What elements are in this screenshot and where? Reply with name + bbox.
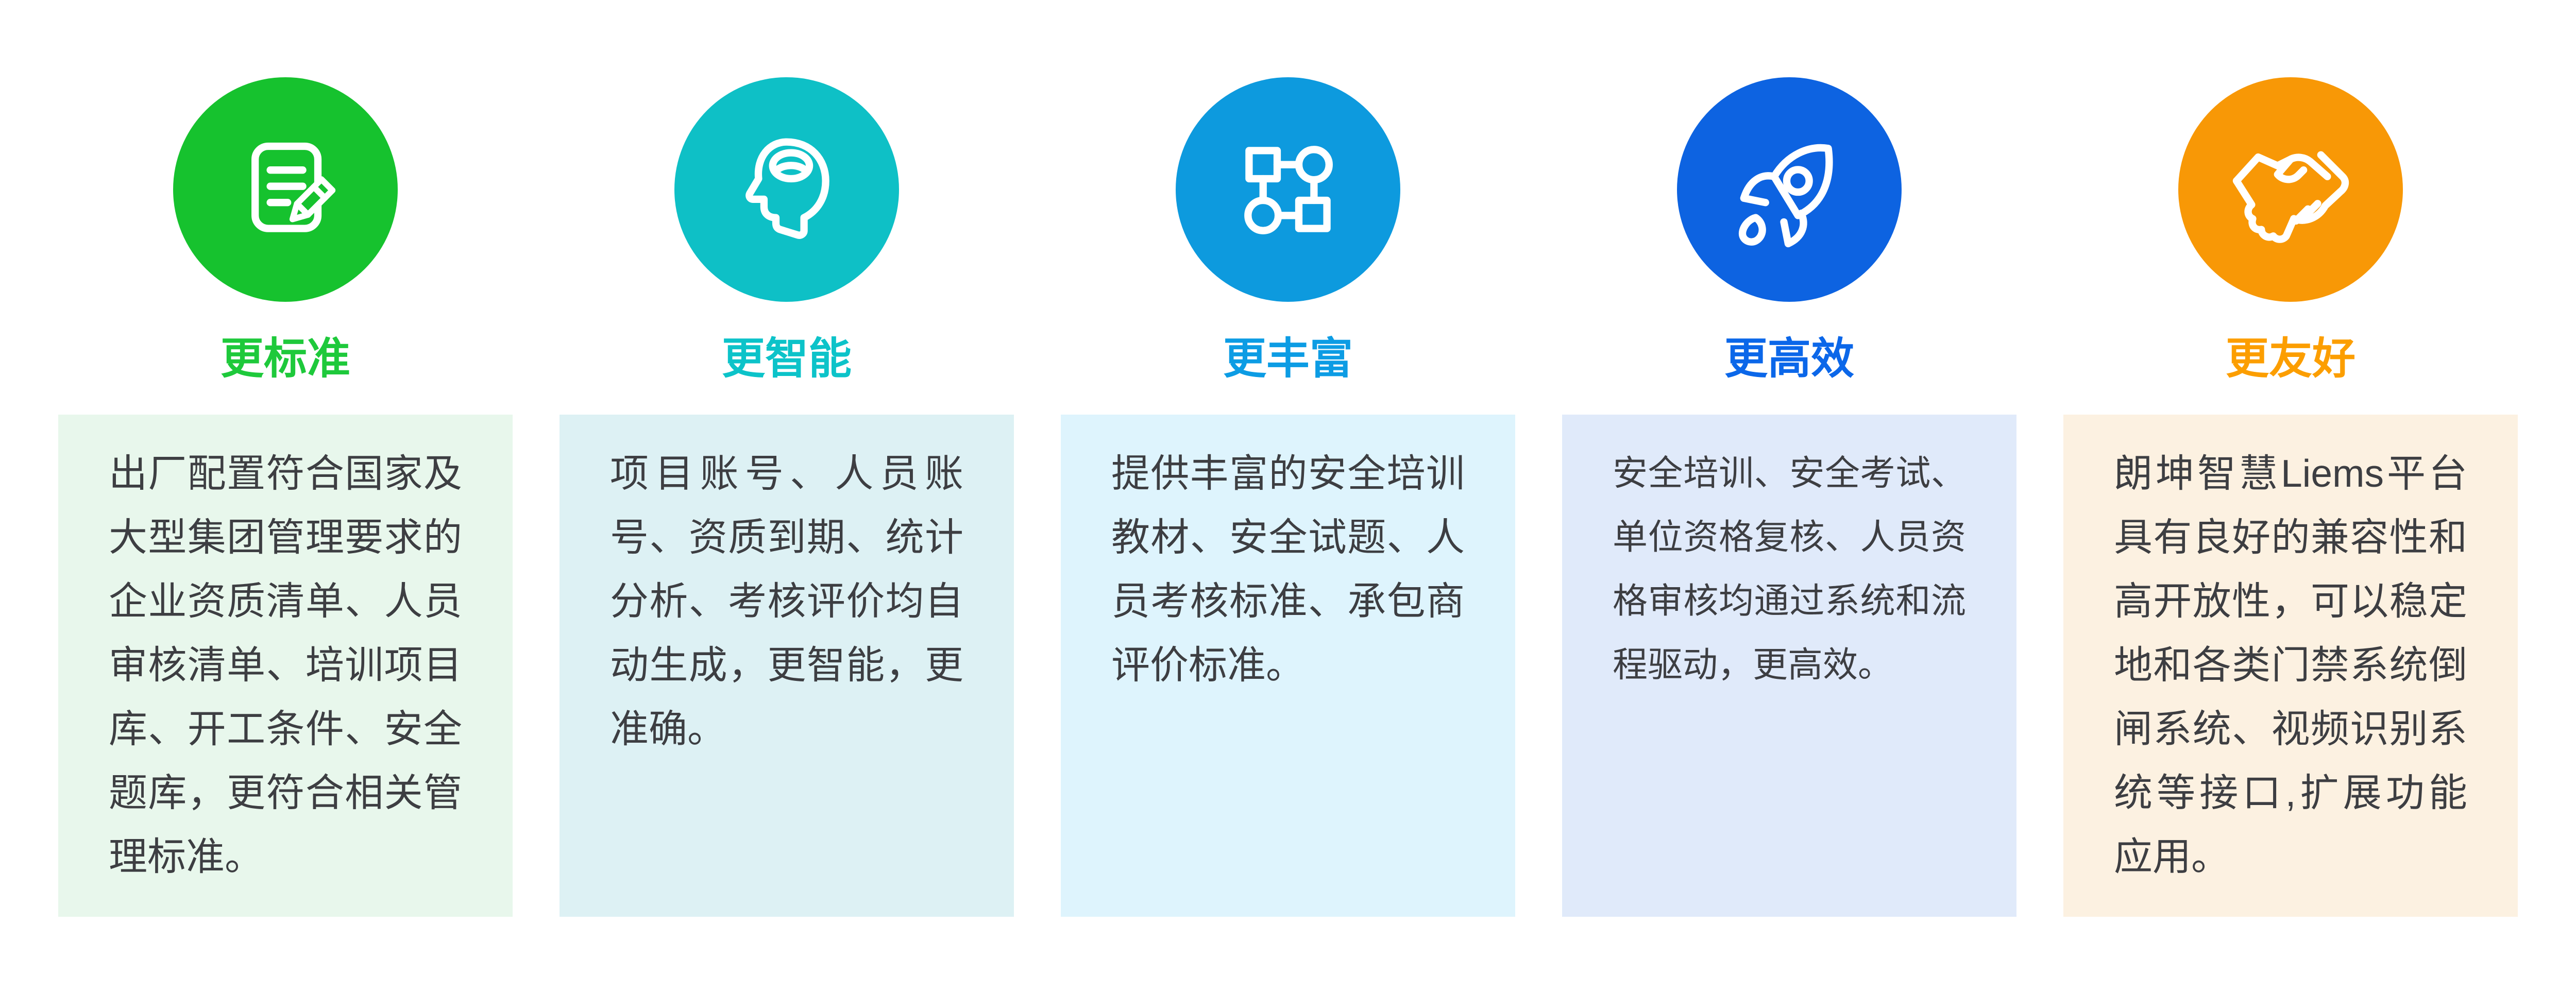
head-brain-icon <box>745 138 829 239</box>
feature-card: 出厂配置符合国家及大型集团管理要求的企业资质清单、人员审核清单、培训项目库、开工… <box>58 415 513 917</box>
features-section: 更标准 出厂配置符合国家及大型集团管理要求的企业资质清单、人员审核清单、培训项目… <box>58 77 2518 917</box>
rocket-icon <box>1738 144 1833 248</box>
feature-icon-circle <box>1176 77 1400 302</box>
feature-icon-circle <box>1677 77 1902 302</box>
connected-nodes-icon <box>1244 146 1333 234</box>
feature-icon-circle <box>173 77 398 302</box>
feature-card: 安全培训、安全考试、单位资格复核、人员资格审核均通过系统和流程驱动，更高效。 <box>1562 415 2016 917</box>
document-edit-icon <box>251 142 336 232</box>
feature-text: 提供丰富的安全培训教材、安全试题、人员考核标准、承包商评价标准。 <box>1111 452 1465 687</box>
feature-title: 更友好 <box>2225 334 2355 383</box>
feature-title: 更高效 <box>1724 334 1854 383</box>
feature-text: 项目账号、人员账号、资质到期、统计分析、考核评价均自动生成，更智能，更准确。 <box>610 452 963 750</box>
feature-text: 出厂配置符合国家及大型集团管理要求的企业资质清单、人员审核清单、培训项目库、开工… <box>109 452 462 878</box>
feature-title: 更丰富 <box>1223 334 1353 383</box>
feature-column-standard: 更标准 出厂配置符合国家及大型集团管理要求的企业资质清单、人员审核清单、培训项目… <box>58 77 513 917</box>
feature-card: 朗坤智慧Liems平台具有良好的兼容性和高开放性，可以稳定地和各类门禁系统倒闸系… <box>2063 415 2518 917</box>
feature-card: 提供丰富的安全培训教材、安全试题、人员考核标准、承包商评价标准。 <box>1061 415 1515 917</box>
feature-text: 安全培训、安全考试、单位资格复核、人员资格审核均通过系统和流程驱动，更高效。 <box>1613 454 1966 684</box>
feature-card: 项目账号、人员账号、资质到期、统计分析、考核评价均自动生成，更智能，更准确。 <box>560 415 1014 917</box>
feature-column-efficient: 更高效 安全培训、安全考试、单位资格复核、人员资格审核均通过系统和流程驱动，更高… <box>1562 77 2016 917</box>
feature-title: 更智能 <box>721 334 852 383</box>
handshake-icon <box>2232 151 2349 243</box>
feature-column-friendly: 更友好 朗坤智慧Liems平台具有良好的兼容性和高开放性，可以稳定地和各类门禁系… <box>2063 77 2518 917</box>
feature-icon-circle <box>2178 77 2403 302</box>
feature-text: 朗坤智慧Liems平台具有良好的兼容性和高开放性，可以稳定地和各类门禁系统倒闸系… <box>2114 452 2467 878</box>
feature-title: 更标准 <box>220 334 350 383</box>
feature-column-smart: 更智能 项目账号、人员账号、资质到期、统计分析、考核评价均自动生成，更智能，更准… <box>560 77 1014 917</box>
feature-column-rich: 更丰富 提供丰富的安全培训教材、安全试题、人员考核标准、承包商评价标准。 <box>1061 77 1515 917</box>
feature-icon-circle <box>674 77 899 302</box>
